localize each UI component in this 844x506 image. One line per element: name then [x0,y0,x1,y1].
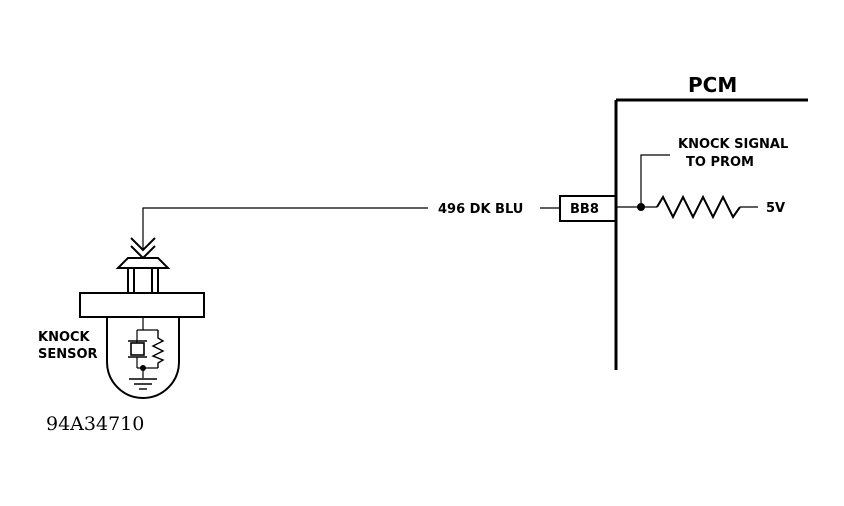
sensor-junction-dot [140,365,146,371]
sensor-terminal-cap [115,257,171,269]
voltage-label: 5V [766,201,785,216]
internal-resistor [151,330,165,368]
wire-label: 496 DK BLU [438,202,523,217]
signal-wire: 496 DK BLU [142,202,560,250]
sensor-label: SENSOR [38,347,98,362]
connector-pin-label: BB8 [570,202,599,217]
to-prom-label: TO PROM [686,155,754,170]
pull-up-resistor [656,194,741,220]
sensor-mounting-flange [79,292,205,318]
pcm-title: PCM [688,73,737,97]
knock-signal-label: KNOCK SIGNAL [678,137,788,152]
figure-id: 94A34710 [46,413,144,435]
ground-icon [129,378,157,390]
knock-label: KNOCK [38,330,91,345]
knock-sensor: KNOCK SENSOR [38,237,205,399]
wire-segment-left [142,207,428,250]
sensor-terminal-stem [127,267,159,294]
sensor-body [106,317,180,399]
knock-signal-circuit: KNOCK SIGNAL TO PROM 5V [616,137,788,220]
pcm-connector: BB8 [559,195,617,222]
pcm-module: PCM [614,73,808,370]
piezo-crystal [130,342,145,356]
signal-leader-line [640,154,670,207]
terminal-chevron-upper [130,237,156,252]
